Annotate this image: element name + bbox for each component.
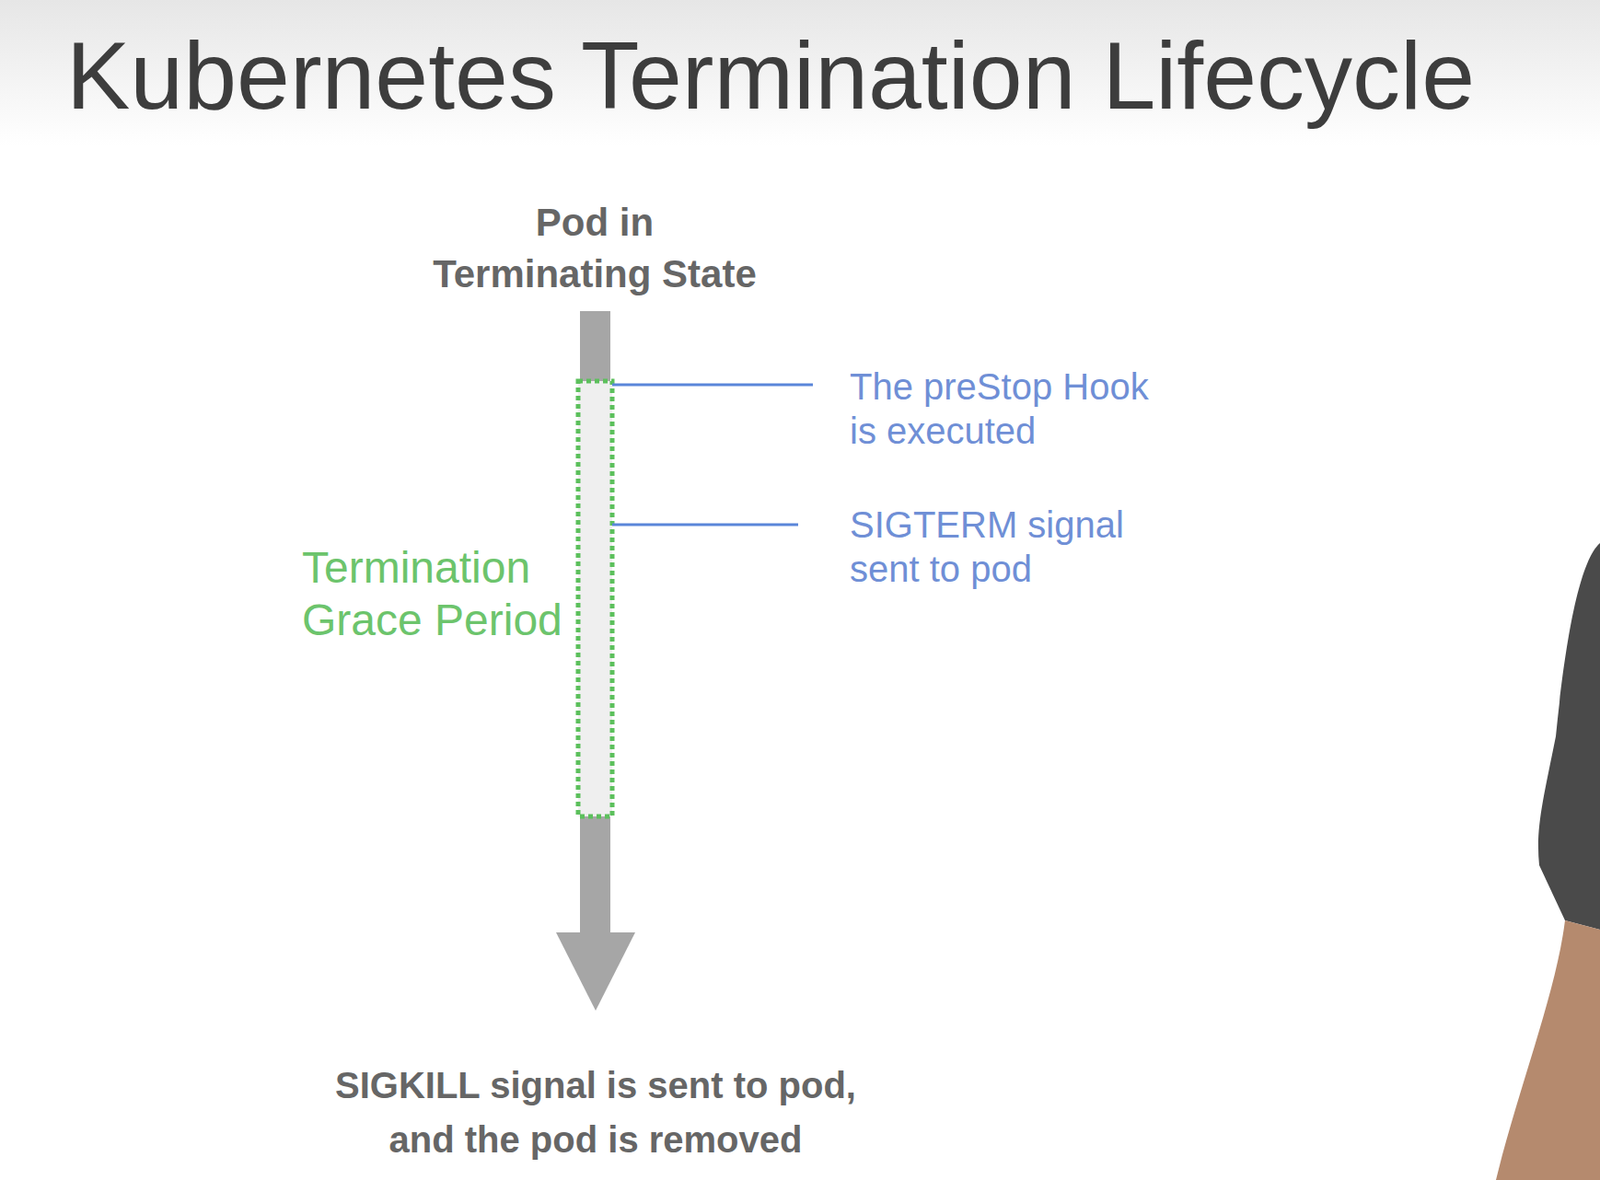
grace-period-label: Termination Grace Period: [301, 541, 569, 647]
timeline-heading: Pod in Terminating State: [428, 197, 762, 301]
presenter-arm: [1495, 920, 1600, 1180]
event-label: The preStop Hook is executed: [849, 364, 1168, 453]
timeline-arrowhead: [556, 932, 636, 1011]
leader-line: [612, 383, 813, 387]
grace-period-bracket: [578, 381, 613, 817]
leader-line: [612, 523, 799, 527]
slide-title: Kubernetes Termination Lifecycle: [66, 20, 1475, 131]
final-step-label: SIGKILL signal is sent to pod, and the p…: [310, 1058, 882, 1168]
title-band: [0, 0, 1600, 146]
event-label: SIGTERM signal sent to pod: [849, 502, 1149, 592]
presenter-shirt: [1538, 543, 1600, 930]
